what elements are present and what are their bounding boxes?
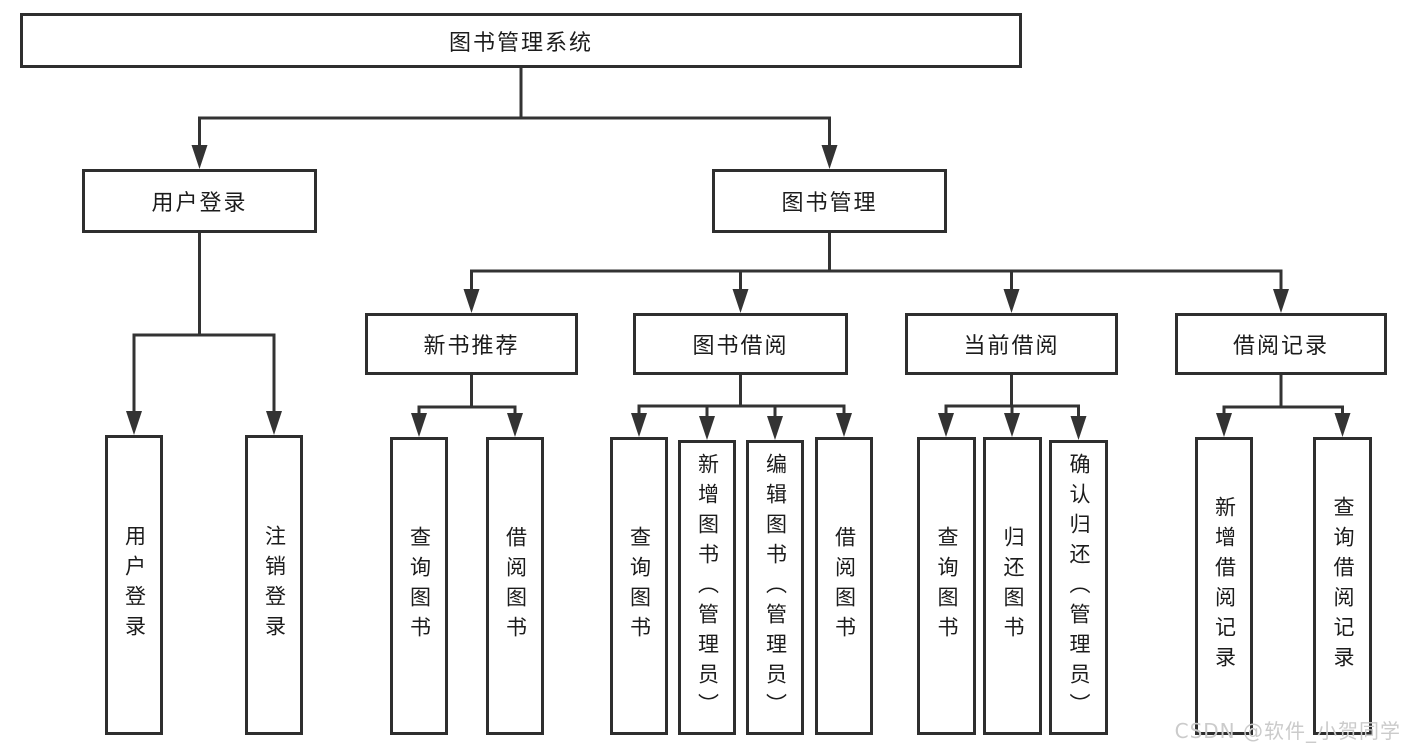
node-root: 图书管理系统: [20, 13, 1022, 68]
arrowheads: [126, 145, 1351, 440]
leaf-query-books-3: 查询图书: [917, 437, 976, 735]
node-root-label: 图书管理系统: [448, 30, 593, 56]
node-new-book-recommend: 新书推荐: [365, 313, 578, 375]
node-user-login: 用户登录: [82, 169, 317, 233]
node-book-borrow: 图书借阅: [633, 313, 848, 375]
leaf-confirm-return-admin: 确认归还（管理员）: [1049, 440, 1108, 735]
node-borrow-records-label: 借阅记录: [1232, 334, 1329, 359]
leaf-query-books-1: 查询图书: [390, 437, 448, 735]
node-user-login-label: 用户登录: [151, 191, 248, 216]
node-book-management-label: 图书管理: [781, 191, 878, 216]
leaf-logout-label: 注销登录: [262, 525, 287, 645]
leaf-query-books-1-label: 查询图书: [407, 526, 432, 646]
leaf-borrow-books-2: 借阅图书: [815, 437, 873, 735]
node-borrow-records: 借阅记录: [1175, 313, 1387, 375]
leaf-query-books-2: 查询图书: [610, 437, 668, 735]
csdn-watermark: CSDN @软件_小贺同学: [1174, 719, 1401, 743]
leaf-query-books-3-label: 查询图书: [935, 526, 960, 646]
node-new-book-recommend-label: 新书推荐: [423, 334, 520, 359]
node-current-borrow-label: 当前借阅: [963, 334, 1060, 359]
leaf-logout: 注销登录: [245, 435, 303, 735]
leaf-user-login-label: 用户登录: [122, 525, 147, 645]
leaf-borrow-books-1: 借阅图书: [486, 437, 544, 735]
leaf-borrow-books-2-label: 借阅图书: [832, 526, 857, 646]
node-book-management: 图书管理: [712, 169, 947, 233]
leaf-query-borrow-record: 查询借阅记录: [1313, 437, 1372, 735]
leaf-return-books: 归还图书: [983, 437, 1042, 735]
leaf-add-book-admin-label: 新增图书（管理员）: [695, 452, 720, 723]
leaf-edit-book-admin: 编辑图书（管理员）: [746, 440, 804, 735]
leaf-edit-book-admin-label: 编辑图书（管理员）: [763, 452, 788, 723]
leaf-user-login: 用户登录: [105, 435, 163, 735]
leaf-add-borrow-record-label: 新增借阅记录: [1212, 496, 1237, 676]
leaf-query-borrow-record-label: 查询借阅记录: [1331, 496, 1356, 676]
node-book-borrow-label: 图书借阅: [692, 334, 789, 359]
leaf-add-borrow-record: 新增借阅记录: [1195, 437, 1253, 735]
leaf-query-books-2-label: 查询图书: [627, 526, 652, 646]
leaf-return-books-label: 归还图书: [1001, 526, 1026, 646]
node-current-borrow: 当前借阅: [905, 313, 1118, 375]
leaf-borrow-books-1-label: 借阅图书: [503, 526, 528, 646]
leaf-add-book-admin: 新增图书（管理员）: [678, 440, 736, 735]
leaf-confirm-return-admin-label: 确认归还（管理员）: [1067, 452, 1092, 723]
